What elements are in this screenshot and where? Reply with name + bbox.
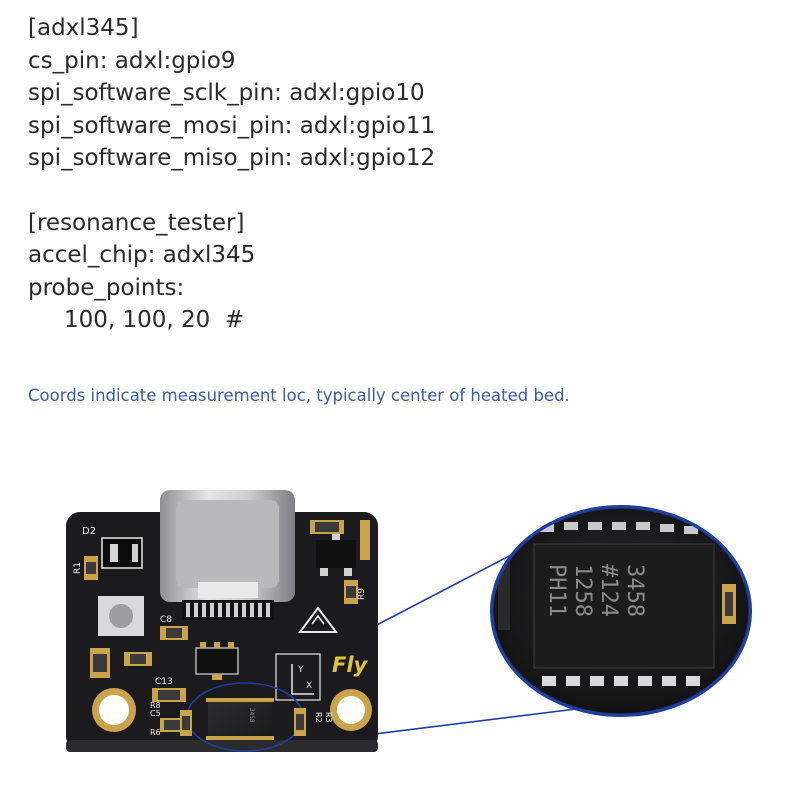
pcb-board: [66, 512, 378, 752]
label-r1: R1: [73, 562, 83, 574]
capacitor-c13: C13: [152, 677, 186, 702]
zoomed-chip-view: 3458 #124 1258 PH11: [490, 505, 752, 717]
usb-c-connector: [160, 490, 295, 620]
fly-brand-text: Fly: [332, 653, 369, 677]
axis-y-label: Y: [297, 665, 304, 675]
sclk-pin-line: spi_software_sclk_pin: adxl:gpio10: [28, 80, 425, 106]
label-r3: R3: [324, 712, 333, 723]
axis-x-label: X: [306, 681, 312, 691]
label-c13: C13: [155, 677, 173, 687]
svg-text:3458: 3458: [248, 708, 255, 723]
resistor-cluster-right: R2 R3 R8 R6: [150, 701, 333, 737]
chip-marking-line4: PH11: [544, 564, 569, 617]
miso-pin-line: spi_software_miso_pin: adxl:gpio12: [28, 145, 436, 171]
label-r6: R6: [150, 728, 161, 737]
resistor-r1: R1: [73, 556, 98, 580]
cs-pin-line: cs_pin: adxl:gpio9: [28, 47, 236, 74]
transistor-top-right: R9: [310, 520, 370, 604]
capacitor-c8: C8: [160, 615, 188, 640]
label-r2: R2: [314, 712, 323, 723]
mellow-logo: [298, 606, 338, 633]
label-r9: R9: [357, 588, 367, 600]
config-text-block: [adxl345] cs_pin: adxl:gpio9 spi_softwar…: [28, 12, 435, 337]
capacitor-bank-left: [90, 648, 152, 678]
mosi-pin-line: spi_software_mosi_pin: adxl:gpio11: [28, 112, 436, 139]
chip-marking-line2: #124: [596, 564, 621, 617]
probe-points-comment: Coords indicate measurement loc, typical…: [28, 386, 570, 405]
voltage-regulator: [195, 642, 239, 680]
section-header-adxl345: [adxl345]: [28, 15, 139, 41]
adxl345-chip-on-board: 3458: [206, 698, 274, 740]
label-c5: C5: [150, 709, 161, 718]
label-c8: C8: [160, 615, 172, 625]
chip-marking-line1: 3458: [622, 564, 647, 617]
diode-d2: D2: [82, 526, 143, 569]
probe-points-label: probe_points:: [28, 274, 185, 301]
chip-marking-line3: 1258: [570, 564, 595, 617]
reset-button: [98, 596, 144, 636]
probe-points-value: 100, 100, 20 #: [64, 307, 245, 333]
capacitor-c5: C5: [150, 709, 184, 732]
axis-indicator: Y X: [275, 653, 321, 701]
accel-chip-line: accel_chip: adxl345: [28, 242, 256, 268]
label-d2: D2: [82, 526, 96, 537]
label-r8: R8: [150, 701, 161, 710]
section-header-resonance-tester: [resonance_tester]: [28, 209, 245, 236]
